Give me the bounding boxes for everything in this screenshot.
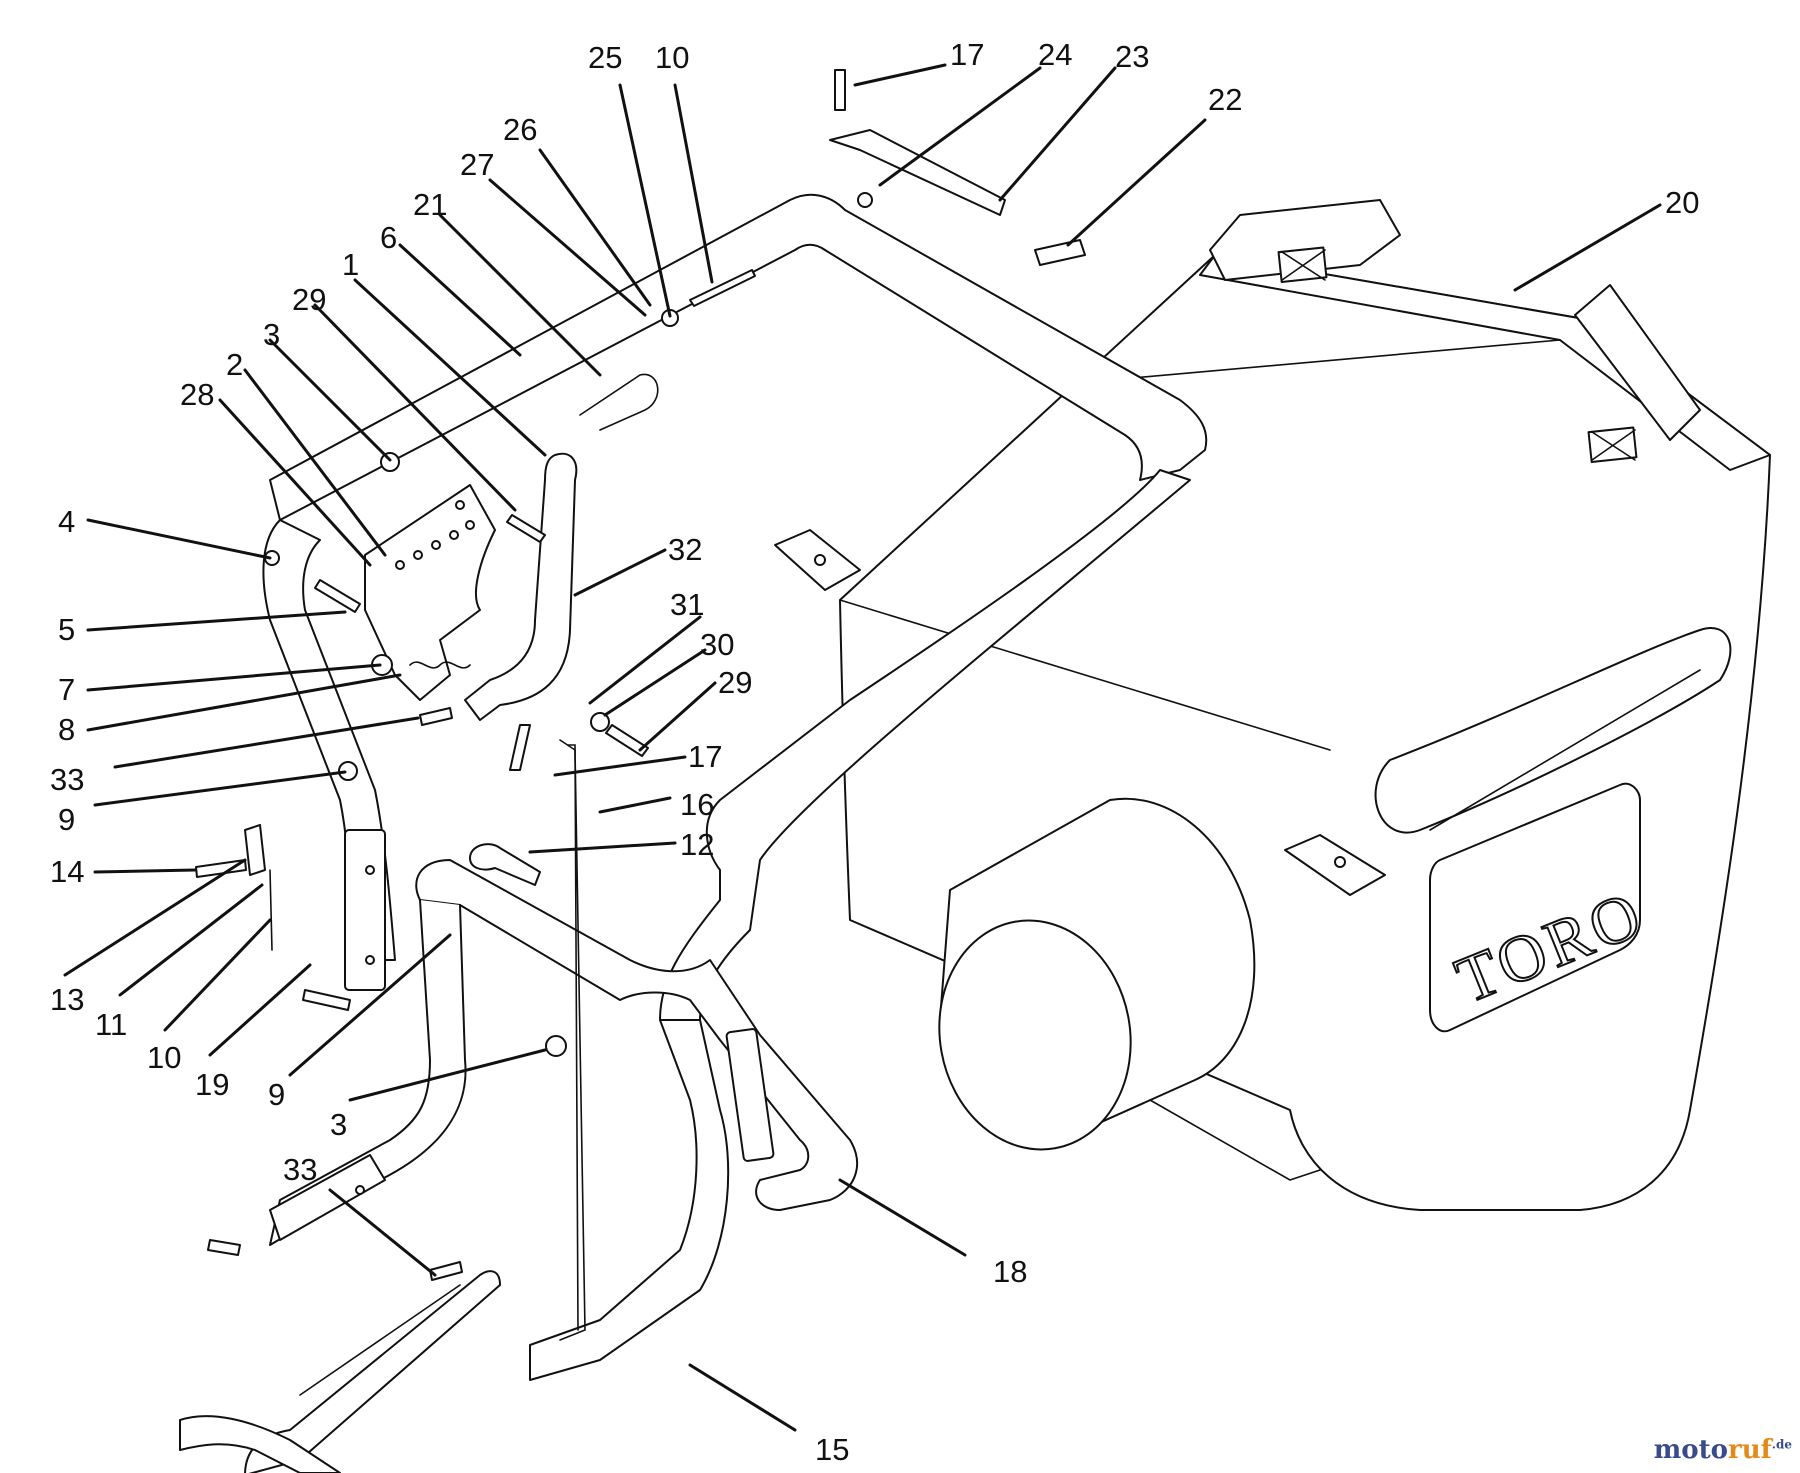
callout-7: 7 xyxy=(58,672,75,707)
callout-18: 18 xyxy=(993,1254,1027,1289)
watermark-part-b: ruf xyxy=(1728,1435,1772,1465)
callout-14: 14 xyxy=(50,854,84,889)
callout-16: 16 xyxy=(680,787,714,822)
leader-lines xyxy=(63,63,1662,1432)
grass-bag-part: TORO xyxy=(774,199,1771,1211)
callout-3b: 3 xyxy=(330,1107,347,1142)
callout-26: 26 xyxy=(503,112,537,147)
callout-24: 24 xyxy=(1038,37,1072,72)
callout-29: 29 xyxy=(292,282,326,317)
callout-2: 2 xyxy=(226,347,243,382)
callout-25: 25 xyxy=(588,40,622,75)
adjust-plate-part xyxy=(364,484,496,701)
callout-20: 20 xyxy=(1665,185,1699,220)
lower-handle-part xyxy=(269,859,859,1246)
callout-11: 11 xyxy=(95,1007,127,1042)
watermark-part-c: .de xyxy=(1771,1437,1792,1452)
callout-13: 13 xyxy=(50,982,84,1017)
callout-23: 23 xyxy=(1115,39,1149,74)
watermark-part-a: moto xyxy=(1653,1435,1728,1465)
callout-19: 19 xyxy=(195,1067,229,1102)
callout-33: 33 xyxy=(50,762,84,797)
callout-10: 10 xyxy=(655,40,689,75)
callout-1: 1 xyxy=(342,247,359,282)
callout-5: 5 xyxy=(58,612,75,647)
watermark-logo: motoruf.de xyxy=(1654,1435,1792,1465)
callout-12: 12 xyxy=(680,827,714,862)
callout-31: 31 xyxy=(670,587,704,622)
lever-part xyxy=(464,452,578,721)
callout-22: 22 xyxy=(1208,82,1242,117)
hardware-parts xyxy=(179,69,1086,1473)
callout-33b: 33 xyxy=(283,1152,317,1187)
callout-17: 17 xyxy=(950,37,984,72)
callout-9b: 9 xyxy=(268,1077,285,1112)
callout-8: 8 xyxy=(58,712,75,747)
callout-10b: 10 xyxy=(147,1040,181,1075)
handle-section-part xyxy=(529,1019,775,1381)
callout-4: 4 xyxy=(58,504,75,539)
callout-17b: 17 xyxy=(688,739,722,774)
callout-28: 28 xyxy=(180,377,214,412)
callout-27: 27 xyxy=(460,147,494,182)
callout-15: 15 xyxy=(815,1432,849,1467)
callout-3: 3 xyxy=(263,317,280,352)
callout-9: 9 xyxy=(58,802,75,837)
callout-29b: 29 xyxy=(718,665,752,700)
callout-30: 30 xyxy=(700,627,734,662)
callout-32: 32 xyxy=(668,532,702,567)
control-rod-part xyxy=(559,739,586,1341)
callout-6: 6 xyxy=(380,220,397,255)
callout-21: 21 xyxy=(413,187,447,222)
callout-labels: 25 10 17 24 23 22 26 27 21 6 1 29 3 2 28… xyxy=(50,37,1699,1467)
